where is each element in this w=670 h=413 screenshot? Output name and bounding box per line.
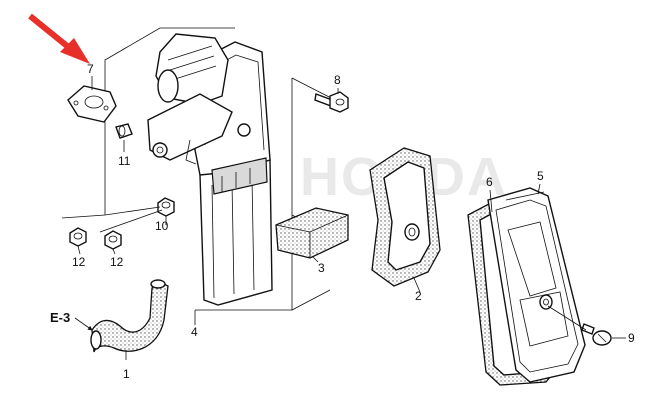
part-7-gasket[interactable] [67,85,117,123]
part-12b-nut[interactable] [104,230,122,250]
label-part-4[interactable]: 4 [191,325,198,339]
part-1-hose[interactable] [90,279,169,353]
part-5-cover[interactable] [487,187,586,383]
intake-elbow[interactable] [147,33,251,165]
part-3-foam[interactable] [275,207,349,259]
label-part-2[interactable]: 2 [415,289,422,303]
label-part-5[interactable]: 5 [537,169,544,183]
label-part-9[interactable]: 9 [628,331,635,345]
assembly-frame [104,27,336,311]
label-part-3[interactable]: 3 [318,261,325,275]
label-part-12b[interactable]: 12 [110,255,124,269]
part-12a-nut[interactable] [69,227,87,247]
callout-e3[interactable]: E-3 [50,310,70,325]
leader-lines [61,76,626,360]
part-9-screw[interactable] [581,323,612,346]
red-arrow-shaft [28,13,74,53]
part-2-filter[interactable] [369,147,441,287]
label-part-12a[interactable]: 12 [72,255,86,269]
label-part-1[interactable]: 1 [123,367,130,381]
label-part-10[interactable]: 10 [155,219,169,233]
part-labels: 7 11 10 12 12 1 4 8 3 2 6 5 9 E-3 [50,62,635,381]
part-10-nut[interactable] [157,197,175,217]
label-part-8[interactable]: 8 [334,73,341,87]
label-part-11[interactable]: 11 [118,154,131,168]
label-part-6[interactable]: 6 [486,175,493,189]
red-arrow-head [60,38,90,64]
part-11-pin[interactable] [115,123,133,139]
label-part-7[interactable]: 7 [87,62,94,76]
red-arrow-icon [28,13,90,64]
part-8-bolt[interactable] [314,91,349,113]
